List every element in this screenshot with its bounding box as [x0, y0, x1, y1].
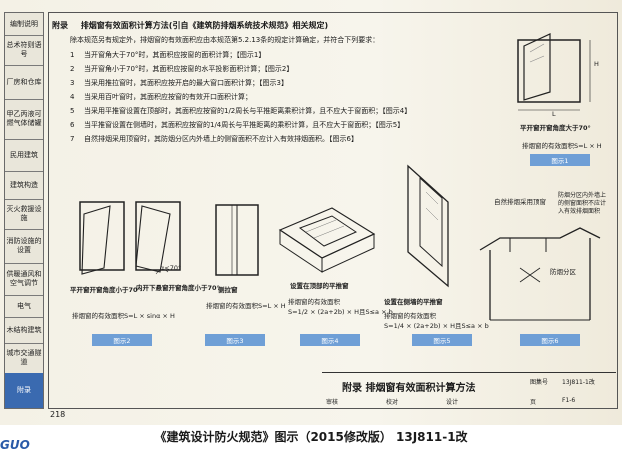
tab-9[interactable]: 电气 [5, 295, 43, 318]
atlas-label: 图集号 [530, 379, 549, 386]
fig5-badge: 图示5 [412, 334, 472, 346]
fig2-title2: 内开下悬窗开窗角度小于70° [136, 284, 220, 292]
fig1-title: 平开窗开窗角度大于70° [520, 124, 591, 132]
fig6-label1: 自然排烟采用顶窗 [494, 198, 546, 206]
review-label: 审核 [326, 399, 339, 406]
fig4-formula1: 排烟窗的有效面积 [288, 298, 340, 306]
content-frame [48, 12, 618, 409]
tab-12[interactable]: 附录 [5, 373, 43, 408]
fig2-angle: α<70° [160, 264, 182, 272]
figure-5-drawing [407, 164, 449, 288]
fig3-formula: 排烟窗的有效面积S=L × H [206, 302, 286, 310]
tab-10[interactable]: 木结构建筑 [5, 317, 43, 344]
tab-6[interactable]: 灭火救援设施 [5, 199, 43, 230]
fig6-badge: 图示6 [520, 334, 580, 346]
title-block: 附录 排烟窗有效面积计算方法 图集号 13J811-1改 页 F1-6 审核 校… [322, 372, 616, 408]
tab-3[interactable]: 甲乙丙液可燃气体储罐 [5, 99, 43, 140]
fig5-formula1: 排烟窗的有效面积 [384, 312, 436, 320]
fig2-formula: 排烟窗的有效面积S=L × sinα × H [72, 312, 175, 320]
fig3-badge: 图示3 [205, 334, 265, 346]
page-number: 218 [50, 410, 66, 419]
design-label: 设计 [446, 399, 459, 406]
intro-text: 除本规范另有规定外，排烟窗的有效面积应由本规范第5.2.13条的规定计算确定，并… [70, 36, 380, 44]
tab-11[interactable]: 城市交通隧道 [5, 343, 43, 374]
page-code: F1-6 [562, 397, 576, 404]
fig3-title: 侧拉窗 [218, 286, 238, 294]
figure-6-drawing [479, 227, 601, 321]
fig5-formula2: S=1/4 × (2a+2b) × H且S≤a × b [384, 322, 489, 330]
document-caption: 《建筑设计防火规范》图示（2015修改版） 13J811-1改 [154, 430, 468, 444]
brand-logo: GUO [0, 438, 30, 452]
tab-4[interactable]: 民用建筑 [5, 139, 43, 172]
fig6-label2: 防烟分区内外墙上的侧窗面积不应计入有效排烟面积 [558, 192, 607, 215]
figure-4-drawing [278, 207, 376, 273]
tab-5[interactable]: 建筑构造 [5, 171, 43, 200]
fig4-title: 设置在顶部的平推窗 [290, 282, 349, 290]
figure-3-drawing [215, 204, 259, 276]
tab-7[interactable]: 消防设施的设置 [5, 229, 43, 264]
fig1-h-label: H [594, 60, 599, 68]
tab-1[interactable]: 总术符则语号 [5, 35, 43, 66]
title-block-title: 附录 排烟窗有效面积计算方法 [342, 383, 476, 394]
page-label: 页 [530, 399, 537, 406]
tab-8[interactable]: 供暖通风和空气调节 [5, 263, 43, 296]
fig5-title: 设置在侧墙的平推窗 [384, 298, 443, 306]
section-header: 附录 排烟窗有效面积计算方法(引自《建筑防排烟系统技术规范》相关规定) [52, 20, 328, 31]
atlas-number: 13J811-1改 [562, 379, 595, 386]
sidebar-tabs: 编制说明 总术符则语号 厂房和仓库 甲乙丙液可燃气体储罐 民用建筑 建筑构造 灭… [4, 12, 44, 409]
section-title: 排烟窗有效面积计算方法(引自《建筑防排烟系统技术规范》相关规定) [80, 21, 329, 30]
appendix-label: 附录 [52, 21, 68, 30]
check-label: 校对 [386, 399, 399, 406]
page: 编制说明 总术符则语号 厂房和仓库 甲乙丙液可燃气体储罐 民用建筑 建筑构造 灭… [0, 0, 622, 425]
fig2-badge: 图示2 [92, 334, 152, 346]
fig6-label3: 防烟分区 [550, 268, 576, 276]
tab-2[interactable]: 厂房和仓库 [5, 65, 43, 100]
figure-2-drawing [79, 201, 181, 275]
fig4-formula2: S=1/2 × (2a+2b) × H且S≤a × b [288, 308, 393, 316]
fig2-title1: 平开窗开窗角度小于70° [70, 286, 141, 294]
figure-1-drawing [517, 33, 591, 111]
fig1-badge: 图示1 [530, 154, 590, 166]
fig1-formula: 排烟窗的有效面积S=L × H [522, 142, 602, 150]
tab-0[interactable]: 编制说明 [5, 13, 43, 36]
fig1-l-label: L [552, 110, 556, 118]
fig4-badge: 图示4 [300, 334, 360, 346]
